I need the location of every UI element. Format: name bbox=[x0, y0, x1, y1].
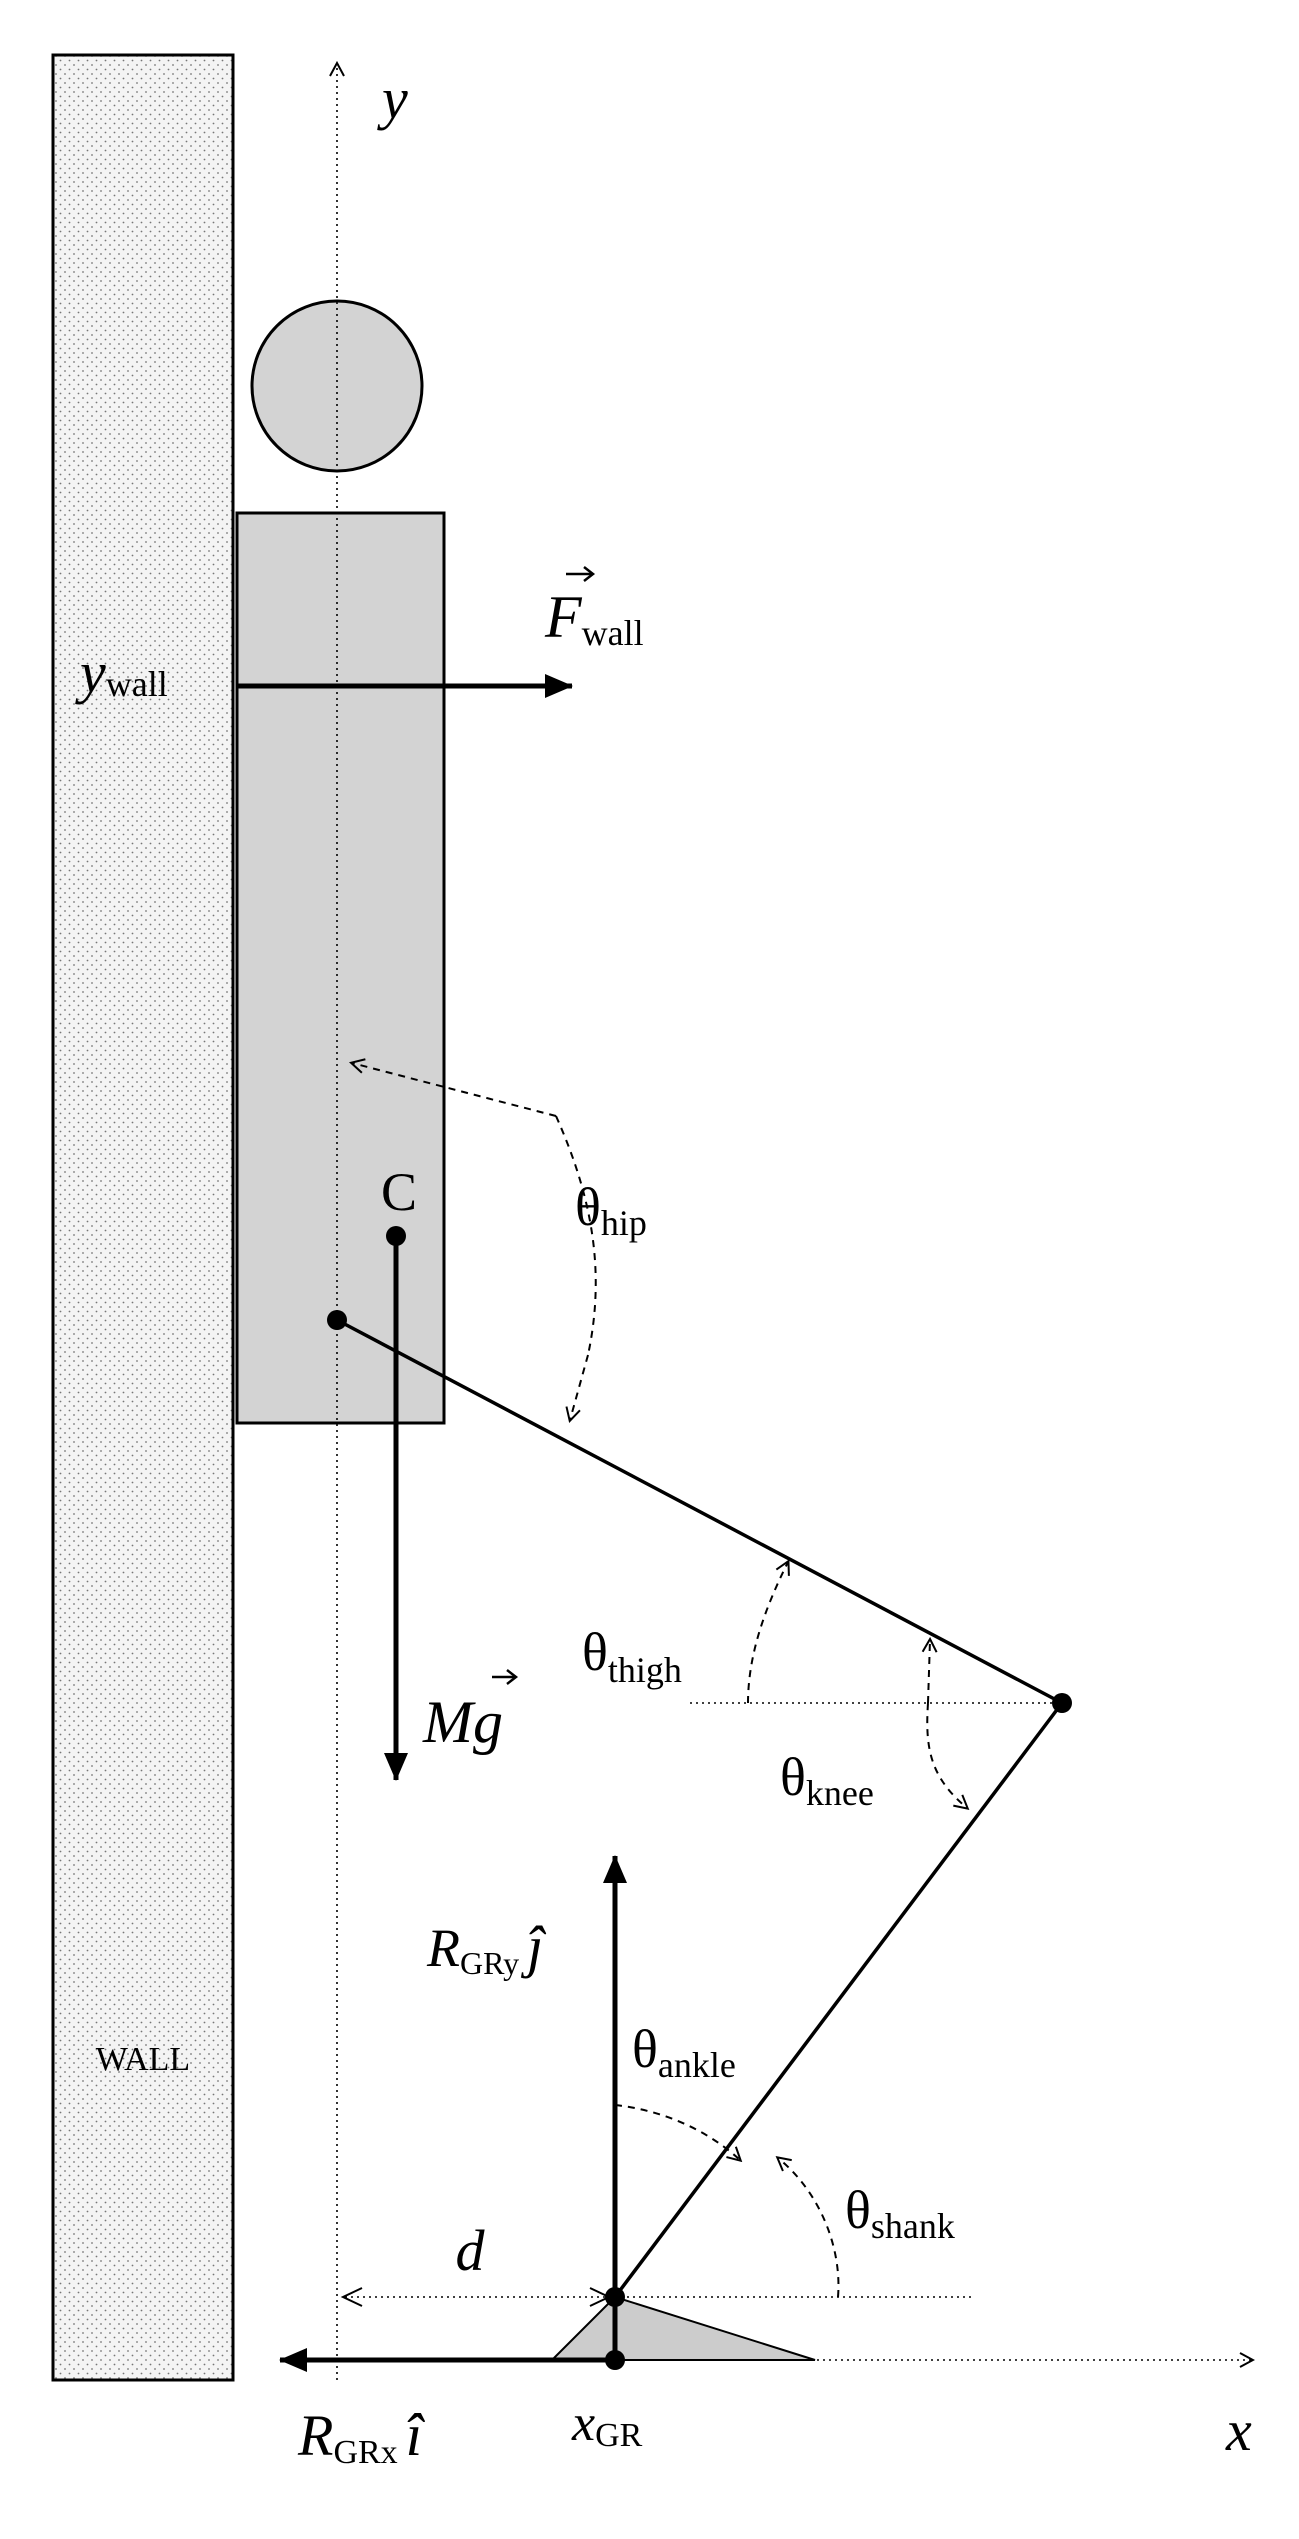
gravity-label: Mg bbox=[422, 1689, 503, 1755]
shank-angle-arc bbox=[778, 2158, 840, 2298]
xgr-main: x bbox=[571, 2395, 595, 2452]
thigh-segment bbox=[336, 1318, 1063, 1705]
x-axis-label: x bbox=[1225, 2398, 1252, 2463]
shank-segment bbox=[613, 1701, 1064, 2299]
distance-d-right-tip bbox=[589, 2287, 612, 2307]
theta-ankle-label: θankle bbox=[632, 2019, 736, 2085]
theta-shank-label: θshank bbox=[845, 2180, 955, 2246]
y-wall-label-main: y bbox=[75, 640, 106, 705]
knee-angle-arc bbox=[926, 1702, 967, 1808]
theta-knee-label: θknee bbox=[780, 1747, 874, 1813]
hip-angle-arc bbox=[555, 1115, 597, 1356]
hip-angle-pointer-up bbox=[352, 1063, 557, 1117]
theta-hip-sub: hip bbox=[601, 1203, 647, 1243]
theta-shank-main: θ bbox=[845, 2180, 871, 2240]
xgr-sub: GR bbox=[595, 2417, 643, 2454]
theta-ankle-main: θ bbox=[632, 2019, 658, 2079]
xgr-label: xGR bbox=[571, 2395, 643, 2454]
gravity-vector-tip bbox=[506, 1669, 519, 1685]
rgrx-sub: GRx bbox=[333, 2434, 397, 2471]
theta-ankle-sub: ankle bbox=[658, 2045, 736, 2085]
wall-force-vector-tip bbox=[583, 566, 596, 582]
rgry-sub: GRy bbox=[460, 1945, 519, 1981]
knee-joint bbox=[1052, 1693, 1072, 1713]
c-point-label: C bbox=[381, 1162, 417, 1222]
wall bbox=[51, 53, 235, 2382]
knee-angle-pointer-up bbox=[928, 1640, 930, 1704]
y-wall-label: ywall bbox=[75, 640, 168, 705]
rgrx-unit: î bbox=[406, 2402, 426, 2468]
torso bbox=[235, 511, 446, 1425]
rgry-main: R bbox=[426, 1918, 460, 1978]
wall-force-label-sub: wall bbox=[582, 613, 644, 653]
foot bbox=[549, 2295, 816, 2361]
wall-force-label-main: F bbox=[544, 584, 583, 650]
theta-knee-sub: knee bbox=[806, 1773, 874, 1813]
theta-thigh-main: θ bbox=[582, 1622, 608, 1682]
theta-thigh-sub: thigh bbox=[608, 1650, 682, 1690]
theta-hip-main: θ bbox=[575, 1177, 601, 1237]
wall-force-label: Fwall bbox=[544, 584, 644, 653]
distance-d-label: d bbox=[456, 2218, 486, 2283]
theta-shank-sub: shank bbox=[871, 2206, 955, 2246]
theta-knee-main: θ bbox=[780, 1747, 806, 1807]
y-wall-label-sub: wall bbox=[106, 664, 168, 704]
thigh-angle-arc bbox=[747, 1562, 788, 1704]
ground-reaction-point bbox=[605, 2350, 625, 2370]
ankle-angle-arc bbox=[614, 2104, 740, 2160]
hip-angle-pointer-down bbox=[570, 1354, 589, 1420]
y-axis-label: y bbox=[377, 66, 408, 131]
hip-joint bbox=[327, 1310, 347, 1330]
rgrx-main: R bbox=[297, 2403, 333, 2468]
wall-label: WALL bbox=[96, 2041, 190, 2078]
distance-d-left-tip bbox=[340, 2287, 363, 2307]
theta-thigh-label: θthigh bbox=[582, 1622, 682, 1690]
rgry-unit: ĵ bbox=[520, 1914, 546, 1979]
theta-hip-label: θhip bbox=[575, 1177, 647, 1243]
